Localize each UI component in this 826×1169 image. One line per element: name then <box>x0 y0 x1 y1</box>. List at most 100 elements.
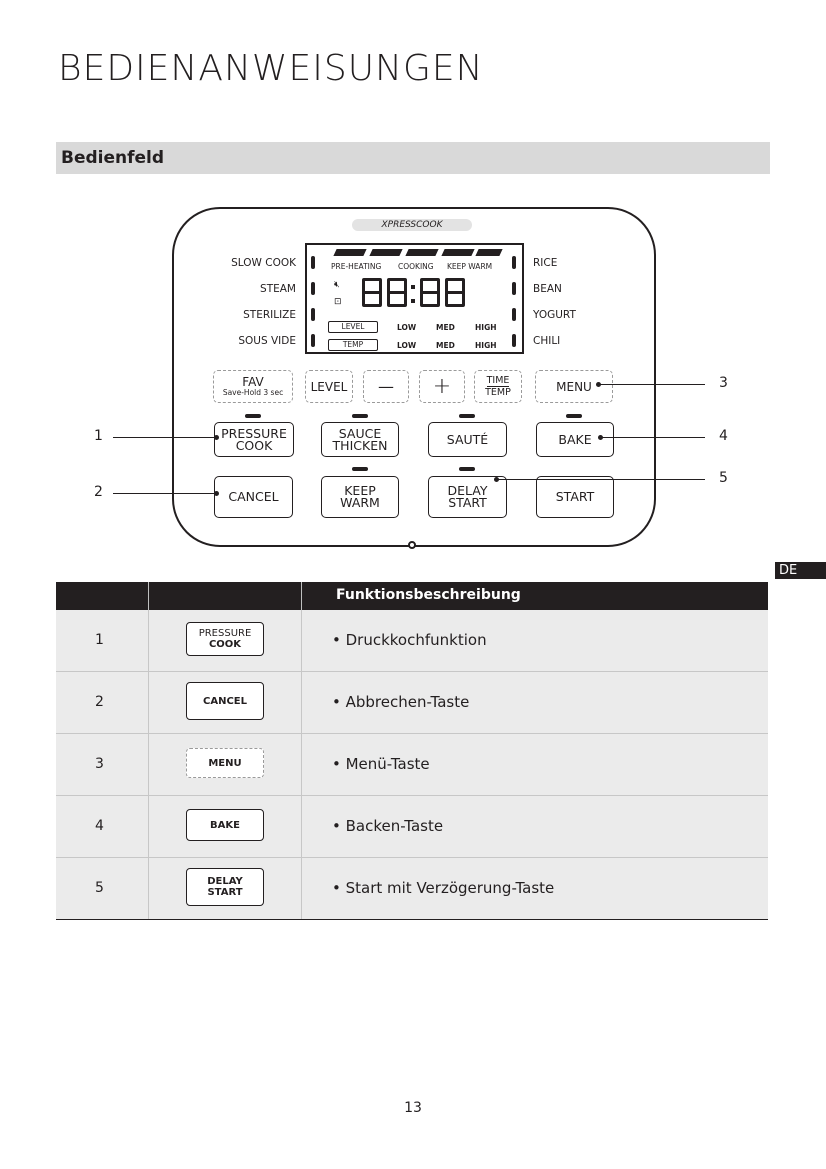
btn-label: MENU <box>208 757 242 769</box>
menu-button[interactable]: MENU <box>535 370 613 403</box>
led-indicator <box>566 414 582 418</box>
temp-label: TEMP <box>485 387 511 398</box>
callout-3: 3 <box>719 375 728 391</box>
led-indicator <box>459 414 475 418</box>
lcd-level-med: MED <box>436 323 455 332</box>
callout-dot <box>214 435 219 440</box>
cancel-button-icon: CANCEL <box>186 682 264 720</box>
callout-4: 4 <box>719 428 728 444</box>
lcd-temp-med: MED <box>436 341 455 350</box>
cancel-button[interactable]: CANCEL <box>214 476 293 518</box>
table-header: Funktionsbeschreibung <box>56 582 768 610</box>
program-chili: CHILI <box>533 335 561 347</box>
column-divider <box>148 796 149 857</box>
sauce-label-1: SAUCE <box>338 425 382 441</box>
callout-line <box>113 493 216 494</box>
program-sous-vide: SOUS VIDE <box>238 335 296 347</box>
table-row: 5 DELAY START • Start mit Verzögerung-Ta… <box>56 858 768 920</box>
row-description: • Druckkochfunktion <box>332 631 487 649</box>
lcd-digit <box>362 278 382 307</box>
lcd-temp-low: LOW <box>397 341 417 350</box>
column-divider <box>301 858 302 919</box>
program-indicator <box>311 334 315 347</box>
sauce-thicken-button[interactable]: SAUCE THICKEN <box>321 422 399 457</box>
program-indicator <box>512 334 516 347</box>
brand-label: XPRESSCOOK <box>352 219 472 231</box>
header-function-description: Funktionsbeschreibung <box>336 587 521 603</box>
row-number: 3 <box>95 756 104 772</box>
header-divider <box>301 582 302 610</box>
pressure-label-2: COOK <box>235 437 273 453</box>
row-description: • Backen-Taste <box>332 817 444 835</box>
lcd-digit <box>445 278 465 307</box>
keep-label-1: KEEP <box>344 483 376 498</box>
btn-label: START <box>207 887 243 898</box>
callout-line <box>497 479 705 480</box>
program-indicator <box>311 308 315 321</box>
program-yogurt: YOGURT <box>533 309 576 321</box>
sauce-label-2: THICKEN <box>332 437 388 453</box>
section-header: Bedienfeld <box>56 142 770 174</box>
table-row: 4 BAKE • Backen-Taste <box>56 796 768 858</box>
pressure-label-1: PRESSURE <box>221 425 287 441</box>
btn-label: PRESSURE <box>198 628 252 639</box>
lcd-temp-high: HIGH <box>475 341 497 350</box>
time-temp-button[interactable]: TIME TEMP <box>474 370 522 403</box>
table-row: 3 MENU • Menü-Taste <box>56 734 768 796</box>
program-bean: BEAN <box>533 283 562 295</box>
lcd-level-box: LEVEL <box>328 321 378 333</box>
lock-icon: ⊡ <box>334 297 342 307</box>
bake-button[interactable]: BAKE <box>536 422 614 457</box>
column-divider <box>301 610 302 671</box>
row-description: • Menü-Taste <box>332 755 430 773</box>
table-row: 2 CANCEL • Abbrechen-Taste <box>56 672 768 734</box>
status-segment <box>333 249 367 256</box>
delay-start-button[interactable]: DELAY START <box>428 476 507 518</box>
program-indicator <box>512 282 516 295</box>
status-preheating: PRE-HEATING <box>331 262 382 271</box>
fav-label: FAV <box>242 375 264 389</box>
led-indicator <box>245 414 261 418</box>
program-indicator <box>512 308 516 321</box>
section-title: Bedienfeld <box>61 148 165 168</box>
callout-1: 1 <box>94 428 103 444</box>
btn-label: COOK <box>208 639 242 650</box>
delay-label-2: START <box>448 495 487 510</box>
callout-dot <box>494 477 499 482</box>
callout-5: 5 <box>719 470 728 486</box>
level-button[interactable]: LEVEL <box>305 370 353 403</box>
bake-button-icon: BAKE <box>186 809 264 841</box>
column-divider <box>148 858 149 919</box>
callout-dot <box>596 382 601 387</box>
program-rice: RICE <box>533 257 558 269</box>
minus-button[interactable]: — <box>363 370 409 403</box>
status-segment <box>369 249 403 256</box>
column-divider <box>301 672 302 733</box>
led-indicator <box>352 414 368 418</box>
btn-label: BAKE <box>210 819 240 831</box>
btn-label: DELAY <box>207 876 243 887</box>
page-title: BEDIENANWEISUNGEN <box>58 48 484 89</box>
column-divider <box>148 734 149 795</box>
callout-line <box>113 437 216 438</box>
mute-icon: 🔇︎ <box>334 280 340 290</box>
lcd-colon <box>411 285 415 289</box>
saute-button[interactable]: SAUTÉ <box>428 422 507 457</box>
callout-line <box>601 437 705 438</box>
lcd-digit <box>387 278 407 307</box>
fav-button[interactable]: FAV Save-Hold 3 sec <box>213 370 293 403</box>
program-indicator <box>311 256 315 269</box>
keep-label-2: WARM <box>340 495 380 510</box>
row-number: 2 <box>95 694 104 710</box>
plus-button[interactable]: + <box>419 370 465 403</box>
keep-warm-button[interactable]: KEEP WARM <box>321 476 399 518</box>
status-cooking: COOKING <box>398 262 434 271</box>
pressure-cook-button[interactable]: PRESSURE COOK <box>214 422 294 457</box>
callout-2: 2 <box>94 484 103 500</box>
start-button[interactable]: START <box>536 476 614 518</box>
led-indicator <box>459 467 475 471</box>
table-row: 1 PRESSURE COOK • Druckkochfunktion <box>56 610 768 672</box>
column-divider <box>148 672 149 733</box>
btn-label: CANCEL <box>203 695 247 707</box>
status-segment <box>475 249 503 256</box>
